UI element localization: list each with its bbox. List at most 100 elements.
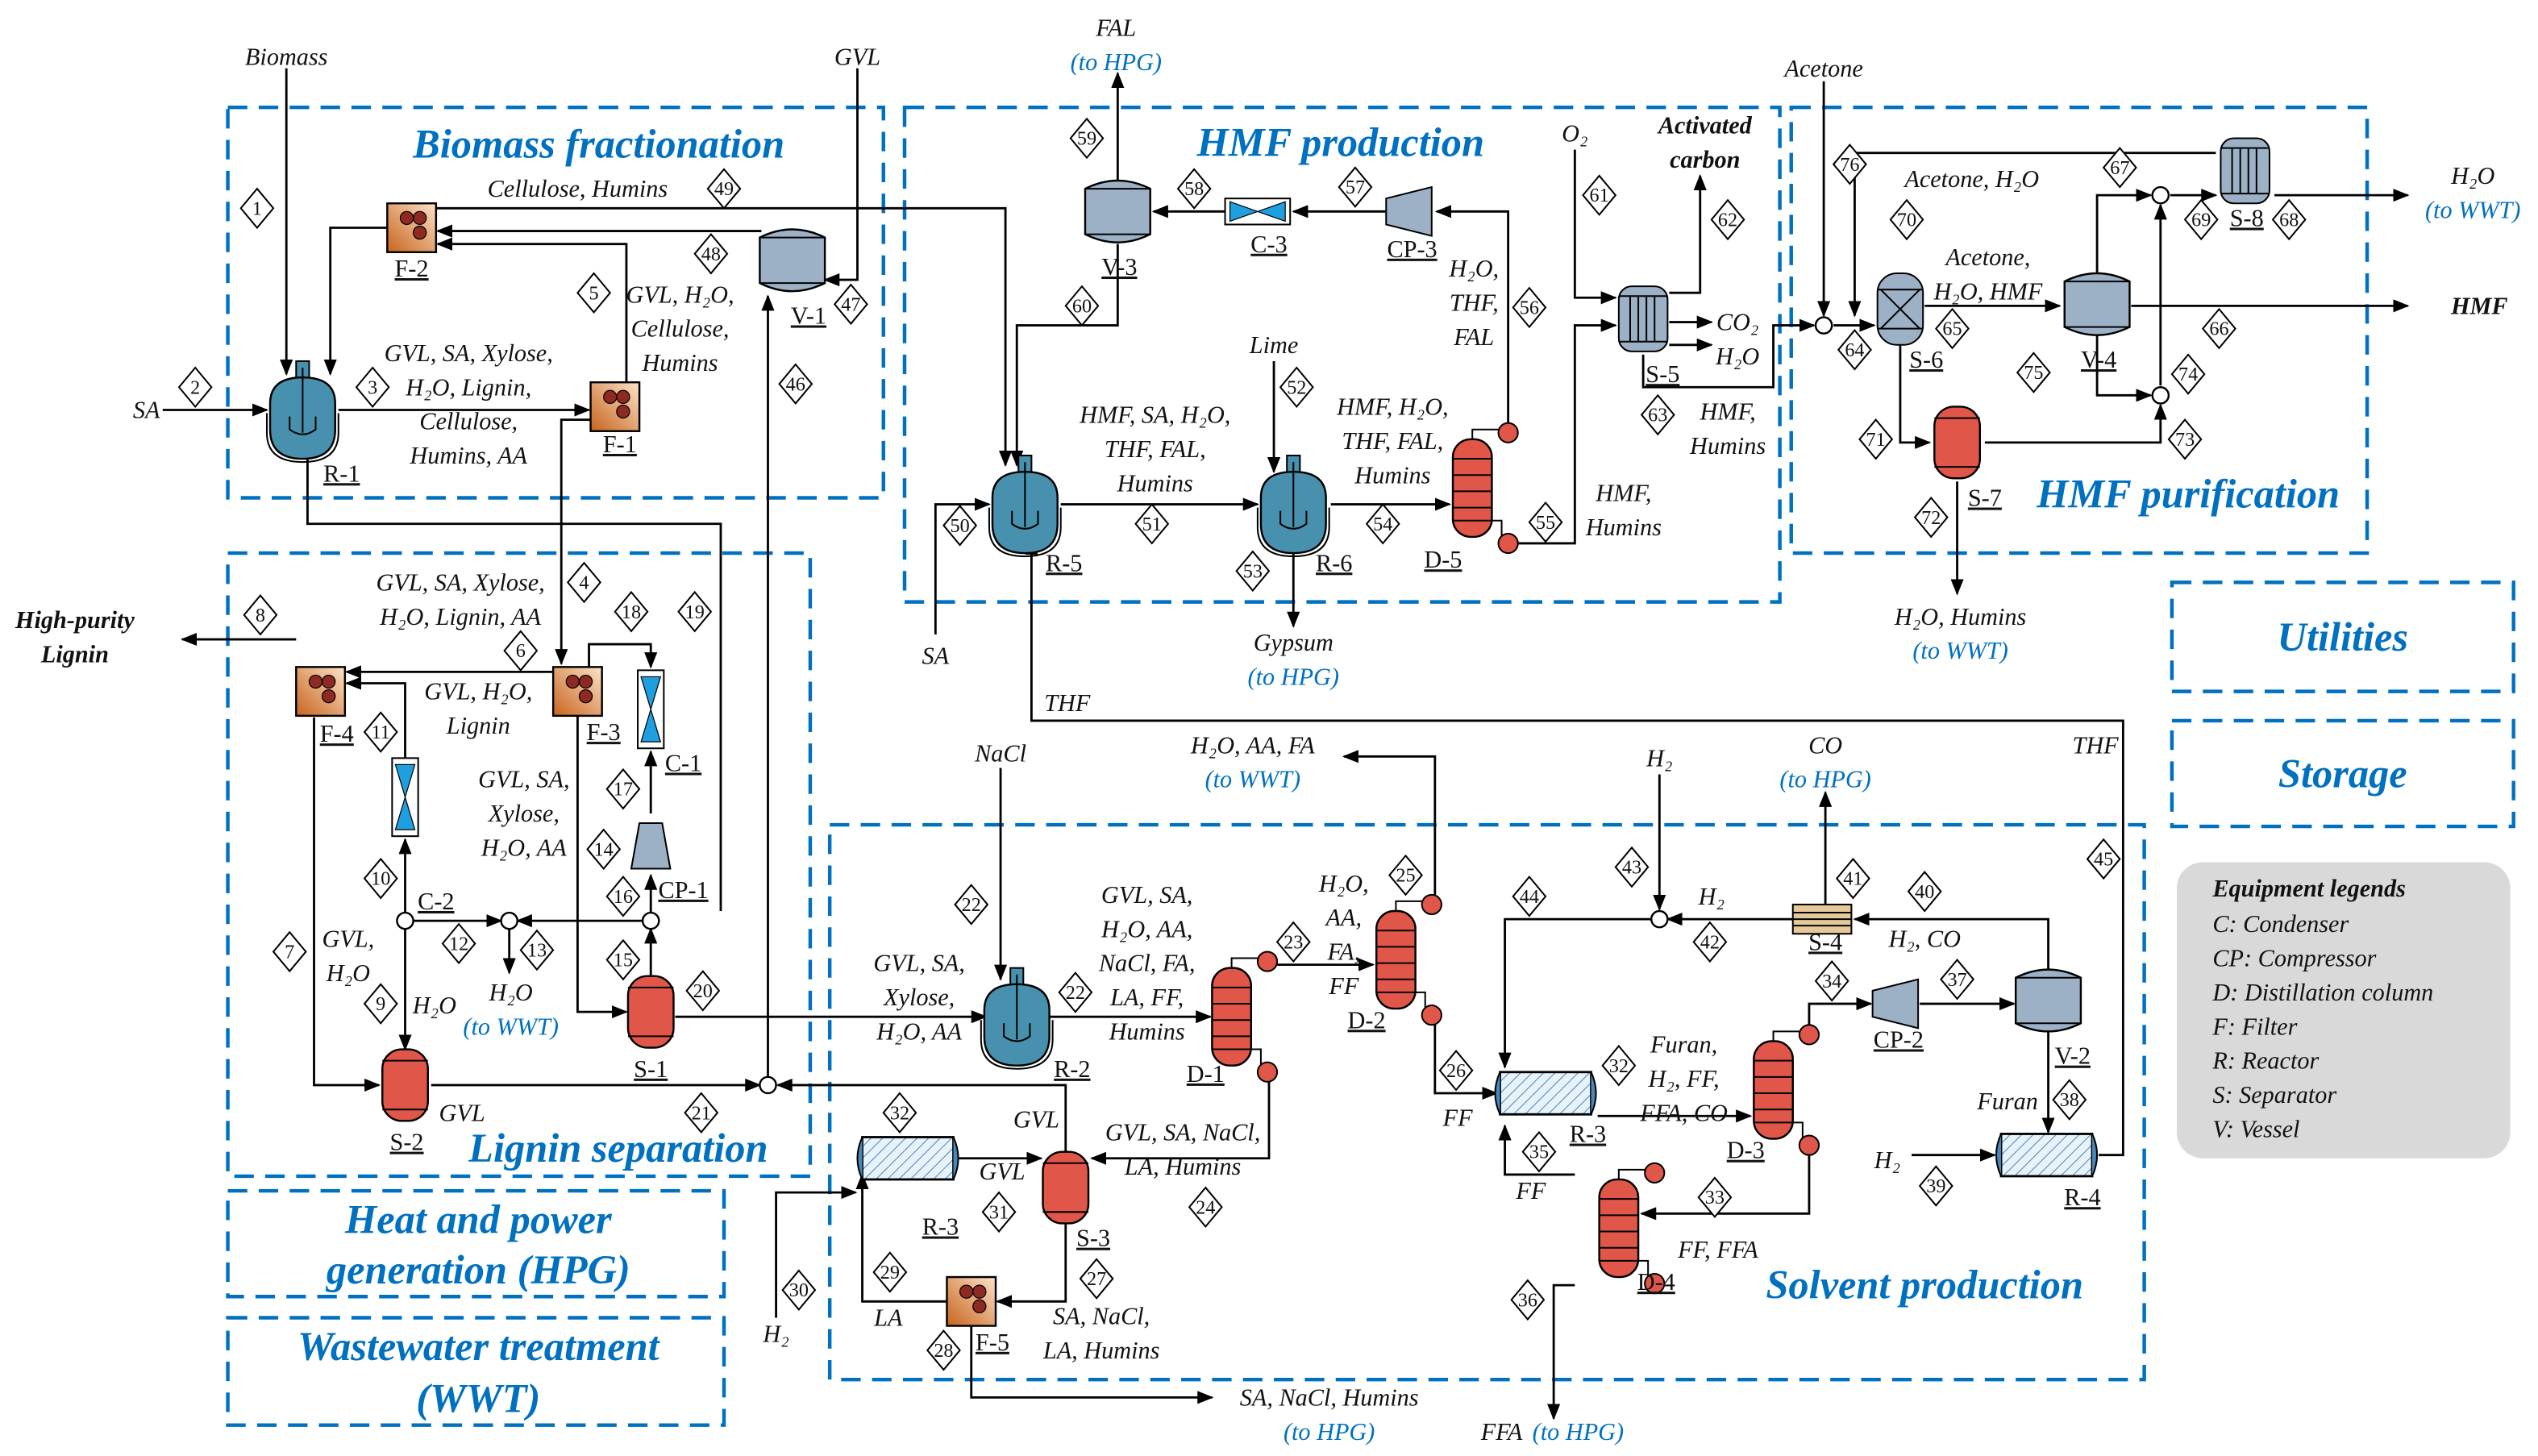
diamond-icon <box>519 929 555 971</box>
stream-number: 61 <box>1590 185 1609 206</box>
stream-label-line: H₂O, AA, <box>1100 915 1192 942</box>
stream-line <box>1342 750 1437 898</box>
diamond-icon <box>1079 1258 1114 1300</box>
stream-label-line: (to WWT) <box>2425 196 2520 223</box>
stream-number: 13 <box>527 940 547 962</box>
stream-label-line: (to WWT) <box>463 1013 558 1040</box>
stream-label: Biomass <box>245 44 328 71</box>
unit-f-4-filter: F-4 <box>295 666 354 747</box>
stream-number-tag: 50 <box>942 504 978 547</box>
mixer-node <box>396 911 414 930</box>
mixer-node <box>1650 909 1669 929</box>
stream-number: 47 <box>841 293 860 315</box>
stream-label-line: (to HPG) <box>1284 1418 1375 1446</box>
unit-v-2-vessel: V-2 <box>2014 968 2091 1070</box>
stream-label-line: Activated <box>1657 111 1753 139</box>
diamond-icon <box>1064 285 1100 327</box>
unit-f-1-filter: F-1 <box>589 381 641 458</box>
filter-icon <box>551 666 603 718</box>
separator-icon <box>626 975 675 1049</box>
stream-label: H₂, CO <box>1887 925 1961 952</box>
stream-number-tag: 49 <box>706 168 742 210</box>
stream-line <box>323 227 388 376</box>
stream-label: H₂ <box>1646 744 1672 772</box>
stream-line <box>1899 344 1932 449</box>
diamond-icon <box>576 272 612 314</box>
diamond-icon <box>1692 921 1728 963</box>
unit-tag: R-1 <box>323 460 360 487</box>
stream-label-line: SA, NaCl, <box>1053 1303 1150 1330</box>
stream-number-tag: 69 <box>2183 198 2219 241</box>
stream-label: H₂O, Humins(to WWT) <box>1894 603 2026 664</box>
stream-number: 12 <box>449 933 468 955</box>
stream-label-line: GVL <box>439 1099 485 1126</box>
diamond-icon <box>1058 971 1093 1013</box>
stream-label-line: Humins <box>1354 461 1430 489</box>
stream-label: H₂O(to WWT) <box>2425 162 2520 223</box>
diamond-icon <box>1640 393 1675 436</box>
diamond-icon <box>1365 502 1400 545</box>
stream-label: SA, NaCl,LA, Humins <box>1042 1303 1160 1364</box>
diamond-icon <box>2052 1079 2087 1121</box>
stream-label: H₂ <box>762 1321 788 1348</box>
stream-label-line: H₂O, AA <box>876 1017 962 1045</box>
stream-number: 43 <box>1622 857 1641 879</box>
separator-icon <box>1042 1150 1090 1225</box>
section-utilities <box>2170 580 2515 693</box>
stream-number: 5 <box>589 282 599 304</box>
vessel-icon <box>759 228 826 293</box>
section-title-hpg-line1: Heat and power <box>344 1197 612 1242</box>
unit-tag: S-1 <box>634 1055 668 1083</box>
unit-tag: R-3 <box>1570 1121 1606 1148</box>
diamond-icon <box>1918 1165 1953 1207</box>
stream-line <box>1669 173 1707 294</box>
stream-number: 38 <box>2060 1089 2079 1111</box>
stream-number: 16 <box>614 886 633 908</box>
diamond-icon <box>1889 198 1924 241</box>
unit-tag: V-3 <box>1101 253 1137 281</box>
stream-number: 21 <box>692 1102 711 1124</box>
stream-line <box>1010 243 1119 468</box>
stream-label: HMF, SA, H₂O,THF, FAL,Humins <box>1079 401 1230 497</box>
stream-label-line: Acetone <box>1783 55 1862 82</box>
stream-number-tag: 18 <box>614 590 649 633</box>
stream-label-line: FAL <box>1095 14 1136 41</box>
diamond-icon <box>1235 550 1271 593</box>
stream-number: 54 <box>1373 514 1392 535</box>
stream-label-line: LA, Humins <box>1124 1153 1242 1180</box>
stream-number: 67 <box>2110 157 2129 179</box>
diamond-icon <box>833 283 868 326</box>
stream-number-tag: 6 <box>503 630 539 672</box>
stream-label-line: FFA <box>1480 1418 1523 1446</box>
stream-label-line: THF, FAL, <box>1105 435 1206 463</box>
stream-number-tag: 1 <box>239 187 275 230</box>
stream-number: 34 <box>1822 971 1841 992</box>
stream-number: 27 <box>1087 1268 1106 1290</box>
stream-label-line: GVL, SA, Xylose, <box>385 339 553 367</box>
unit-d-3-column: D-3 <box>1727 1024 1820 1164</box>
stream-number-tag: 22 <box>954 884 989 926</box>
stream-number: 45 <box>2094 849 2113 871</box>
section-title-wwt-line2: (WWT) <box>416 1376 540 1421</box>
unit-tag: S-2 <box>390 1129 424 1156</box>
unit-r-5-reactor: R-5 <box>988 454 1082 576</box>
stream-label: Cellulose, Humins <box>488 175 668 202</box>
stream-number-tag: 67 <box>2102 147 2137 189</box>
stream-label-line: H₂, CO <box>1887 925 1961 952</box>
unit-v-1-vessel: V-1 <box>759 228 826 330</box>
diamond-icon <box>1858 418 1894 460</box>
stream-line <box>1498 1124 1575 1176</box>
stream-number-tag: 36 <box>1510 1279 1546 1321</box>
reactor-icon <box>1256 454 1330 558</box>
stream-label-line: Humins <box>1117 469 1193 497</box>
stream-number-tag: 40 <box>1907 871 1942 913</box>
unit-tag: F-2 <box>395 255 429 282</box>
stream-label-line: H₂O, AA, FA <box>1190 731 1315 759</box>
stream-number-tag: 70 <box>1889 198 1924 241</box>
stream-label-line: H₂O, AA <box>481 834 567 861</box>
stream-label-line: (to HPG) <box>1533 1418 1624 1446</box>
stream-number-tag: 58 <box>1176 168 1212 210</box>
stream-label-line: FFA, CO <box>1639 1099 1728 1126</box>
